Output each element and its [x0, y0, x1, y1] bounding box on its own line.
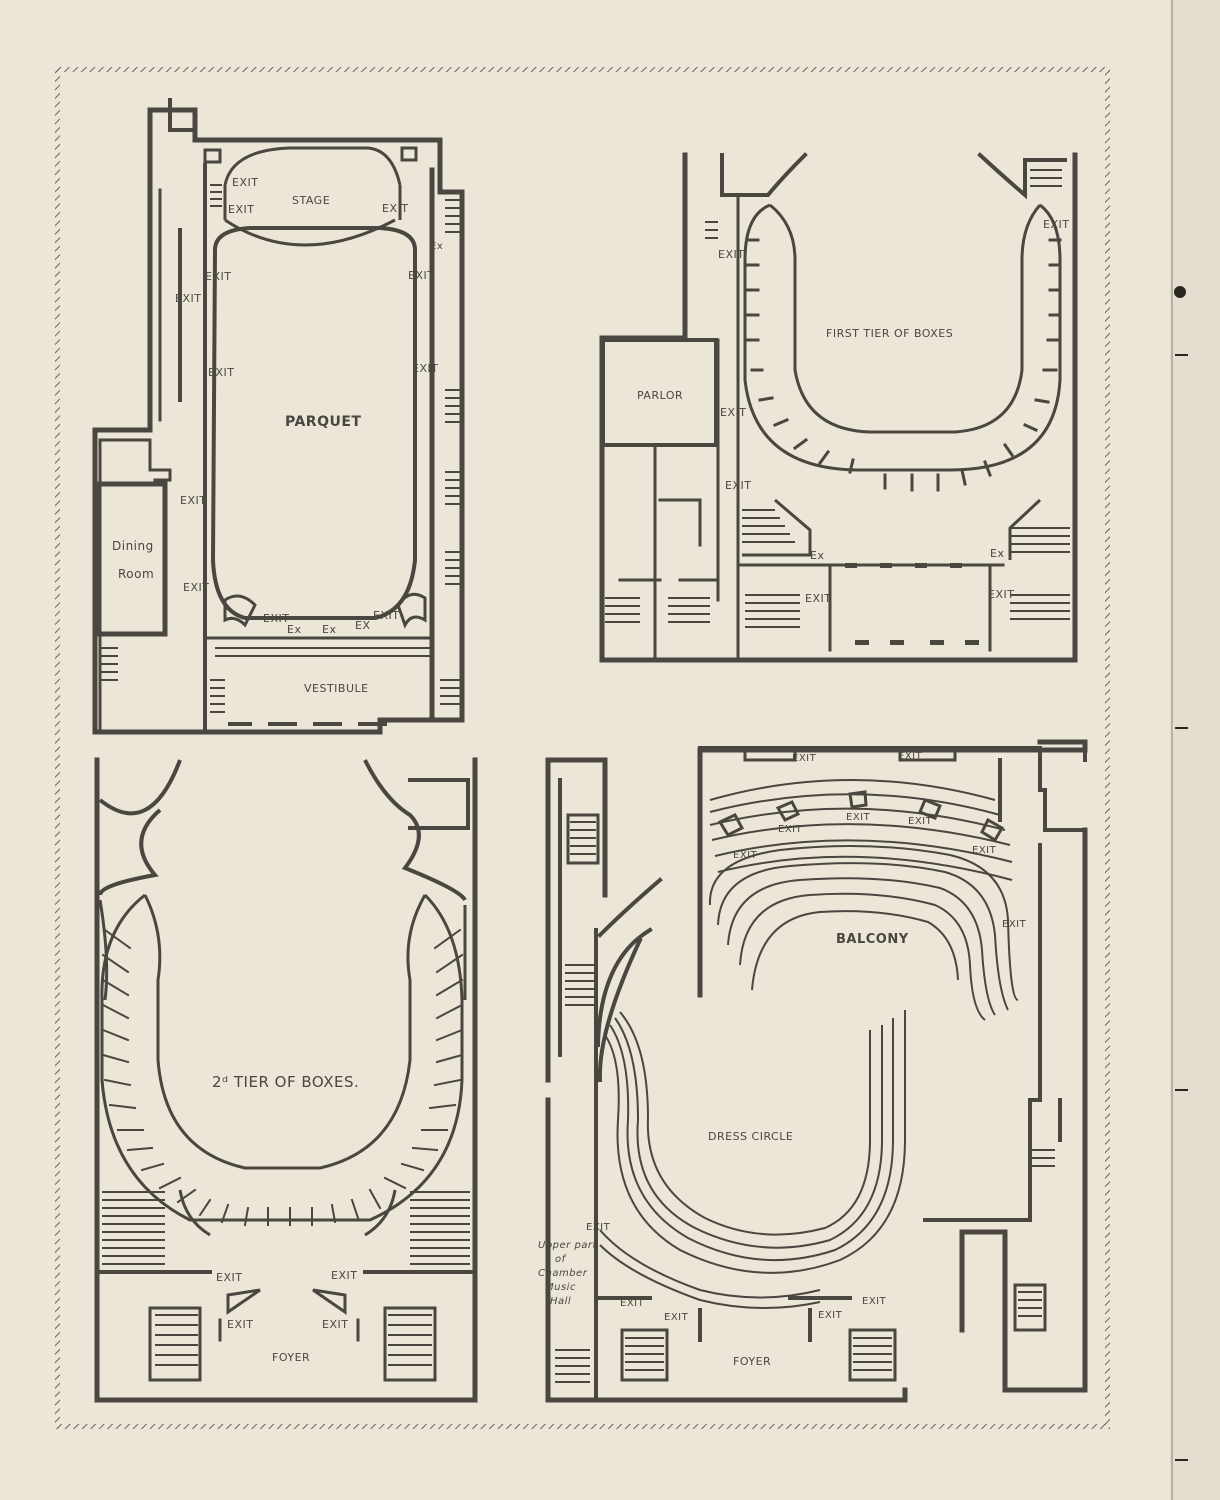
exit-label: EXIT — [818, 1310, 843, 1321]
ex-label: Ex — [810, 549, 824, 562]
exit-label: EXIT — [1043, 218, 1069, 231]
parlor-label: PARLOR — [637, 389, 683, 402]
parlor-box — [601, 338, 718, 447]
dress-circle-label: DRESS CIRCLE — [708, 1130, 793, 1143]
dining-label-2: Room — [118, 567, 154, 581]
exit-label: EXIT — [183, 581, 209, 594]
exit-label: EXIT — [664, 1312, 689, 1323]
dining-room-box — [94, 481, 168, 637]
exit-label: EXIT — [908, 816, 933, 827]
exit-label: EXIT — [228, 203, 254, 216]
chamber-hall-label-5: Hall — [550, 1296, 571, 1307]
exit-label: EXIT — [792, 753, 817, 764]
exit-label: EXIT — [322, 1318, 348, 1331]
exit-label: EXIT — [205, 270, 231, 283]
exit-label: EXIT — [408, 269, 434, 282]
exit-label: EXIT — [412, 362, 438, 375]
vestibule-label: VESTIBULE — [304, 682, 369, 695]
first-tier-floor-plan: FIRST TIER OF BOXES PARLOR EXIT EXIT EXI… — [599, 152, 1078, 663]
exit-label: EXIT — [972, 845, 997, 856]
dining-label-1: Dining — [112, 539, 154, 553]
exit-label: EXIT — [382, 202, 408, 215]
parquet-label: PARQUET — [285, 414, 361, 430]
stage-label: STAGE — [292, 194, 330, 207]
second-tier-floor-plan: 2ᵈ TIER OF BOXES. FOYER EXIT EXIT EXIT E… — [94, 757, 478, 1403]
foyer-label: FOYER — [272, 1351, 310, 1364]
exit-label: EXIT — [846, 812, 871, 823]
chamber-hall-label-4: Music — [545, 1282, 576, 1293]
ex-label: Ex — [990, 547, 1004, 560]
exit-label: EXIT — [718, 248, 744, 261]
parquet-floor-plan: STAGE PARQUET Dining Room VESTIBULE EXIT… — [92, 98, 465, 735]
exit-label: EXIT — [898, 751, 923, 762]
exit-label: EXIT — [586, 1222, 611, 1233]
exit-label: EXIT — [733, 850, 758, 861]
chamber-hall-label-2: of — [555, 1254, 567, 1265]
ex-label: EX — [355, 619, 371, 632]
binding-hole — [1174, 286, 1186, 298]
balcony-floor-plan: BALCONY DRESS CIRCLE FOYER Upper part of… — [538, 739, 1088, 1403]
exit-label: EXIT — [216, 1271, 242, 1284]
exit-label: EXIT — [862, 1296, 887, 1307]
exit-label: EXIT — [180, 494, 206, 507]
exit-label: EXIT — [725, 479, 751, 492]
foyer-label: FOYER — [733, 1355, 771, 1368]
ex-label: Ex — [322, 623, 336, 636]
ex-label: Ex — [430, 241, 443, 252]
exit-label: EXIT — [175, 292, 201, 305]
exit-label: EXIT — [720, 406, 746, 419]
exit-label: EXIT — [227, 1318, 253, 1331]
exit-label: EXIT — [778, 824, 803, 835]
exit-label: EXIT — [620, 1298, 645, 1309]
binding-strip — [1170, 0, 1220, 1500]
exit-label: EXIT — [1002, 919, 1027, 930]
first-tier-title: FIRST TIER OF BOXES — [826, 327, 953, 340]
decorative-border — [55, 67, 1110, 1429]
exit-label: EXIT — [805, 592, 831, 605]
balcony-title: BALCONY — [836, 932, 909, 947]
second-tier-title: 2ᵈ TIER OF BOXES. — [212, 1073, 359, 1091]
ex-label: Ex — [287, 623, 301, 636]
exit-label: EXIT — [988, 588, 1014, 601]
exit-label: EXIT — [331, 1269, 357, 1282]
exit-label: EXIT — [373, 609, 399, 622]
exit-label: EXIT — [263, 612, 289, 625]
exit-label: EXIT — [232, 176, 258, 189]
chamber-hall-label-1: Upper part — [538, 1240, 598, 1251]
chamber-hall-label-3: Chamber — [538, 1268, 588, 1279]
exit-label: EXIT — [208, 366, 234, 379]
